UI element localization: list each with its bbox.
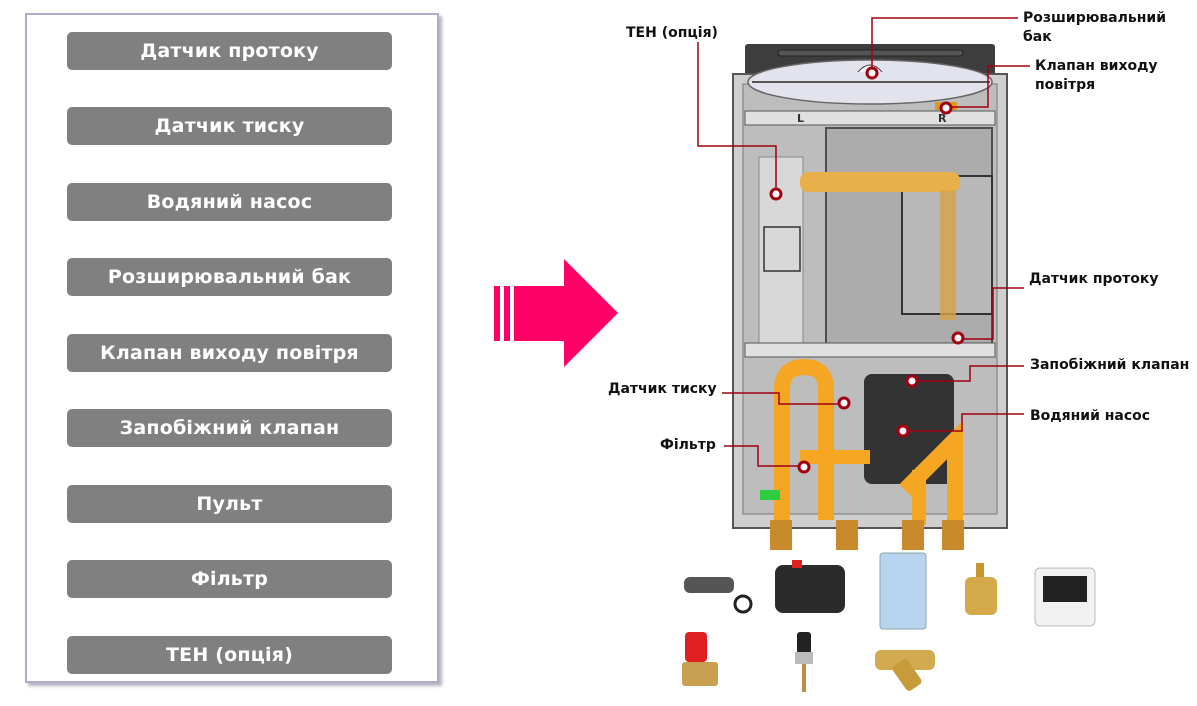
y-filter-photo <box>875 650 935 691</box>
callout-line-flow-sensor <box>960 287 1024 340</box>
vertical-pipe <box>940 190 956 320</box>
callout-air-valve-line1: Клапан виходу <box>1035 58 1158 74</box>
pump-inlet-pipe <box>800 450 870 464</box>
component-flow-sensor[interactable]: Датчик протоку <box>67 32 392 70</box>
callout-line-filter <box>724 445 804 467</box>
marker-expansion-tank[interactable] <box>865 66 879 80</box>
marker-filter[interactable] <box>797 460 811 474</box>
arrow-stripe <box>494 286 500 341</box>
callout-line-safety-valve <box>912 365 1024 382</box>
controller-photo <box>1034 567 1096 627</box>
component-expansion-tank[interactable]: Розширювальний бак <box>67 258 392 296</box>
arrow-stripe <box>504 286 510 341</box>
callout-markers <box>769 66 965 474</box>
air-vent-valve-photo <box>965 563 997 615</box>
callout-line-pressure-sensor <box>722 392 844 405</box>
water-pump-photo <box>775 560 845 613</box>
marker-heater[interactable] <box>769 187 783 201</box>
arrow-body <box>514 259 618 367</box>
u-pipe <box>774 358 834 520</box>
upper-pipe <box>800 172 960 192</box>
marker-pump[interactable] <box>896 424 910 438</box>
component-heater[interactable]: ТЕН (опція) <box>67 636 392 674</box>
heat-pump-unit-diagram: L R <box>682 17 1096 692</box>
marker-safety-valve[interactable] <box>905 374 919 388</box>
component-list-panel: Датчик протоку Датчик тиску Водяний насо… <box>25 13 439 683</box>
heater-junction-box <box>763 226 801 272</box>
expansion-tank-photo <box>879 552 927 630</box>
svg-text:R: R <box>938 112 947 125</box>
callout-air-valve-line2: повітря <box>1035 77 1096 93</box>
component-filter[interactable]: Фільтр <box>67 560 392 598</box>
component-controller[interactable]: Пульт <box>67 485 392 523</box>
marker-air-valve[interactable] <box>939 101 953 115</box>
callout-expansion-tank-line1: Розширювальний <box>1023 10 1167 26</box>
marker-flow-sensor[interactable] <box>951 331 965 345</box>
callout-line-heater <box>697 42 777 191</box>
callout-filter: Фільтр <box>660 437 716 453</box>
callout-line-air-valve <box>945 65 1030 108</box>
marker-pressure-sensor[interactable] <box>837 396 851 410</box>
component-pressure-sensor[interactable]: Датчик тиску <box>67 107 392 145</box>
callout-line-pump <box>903 413 1024 432</box>
component-air-vent-valve[interactable]: Клапан виходу повітря <box>67 334 392 372</box>
right-arrow-icon <box>494 259 618 367</box>
callout-heater: ТЕН (опція) <box>626 25 718 41</box>
pressure-sensor-photo <box>795 632 813 692</box>
callout-safety-valve: Запобіжний клапан <box>1030 357 1190 373</box>
callout-expansion-tank-line2: бак <box>1023 29 1052 45</box>
top-rail <box>744 110 996 126</box>
component-water-pump[interactable]: Водяний насос <box>67 183 392 221</box>
component-safety-valve[interactable]: Запобіжний клапан <box>67 409 392 447</box>
callout-line-expansion-tank <box>871 17 1018 72</box>
middle-rail <box>744 342 996 358</box>
callout-pump: Водяний насос <box>1030 408 1151 424</box>
callout-pressure-sensor: Датчик тиску <box>608 381 717 397</box>
filter-marker <box>760 490 780 500</box>
flow-sensor-photo <box>684 577 753 614</box>
safety-valve-photo <box>682 632 718 686</box>
top-slot <box>777 49 964 57</box>
callout-flow-sensor: Датчик протоку <box>1029 271 1159 287</box>
pump-down-pipe <box>912 470 926 525</box>
heater-cylinder <box>758 156 804 348</box>
bottom-connectors <box>770 520 964 550</box>
svg-text:L: L <box>797 112 804 125</box>
callout-lines <box>697 17 1030 467</box>
